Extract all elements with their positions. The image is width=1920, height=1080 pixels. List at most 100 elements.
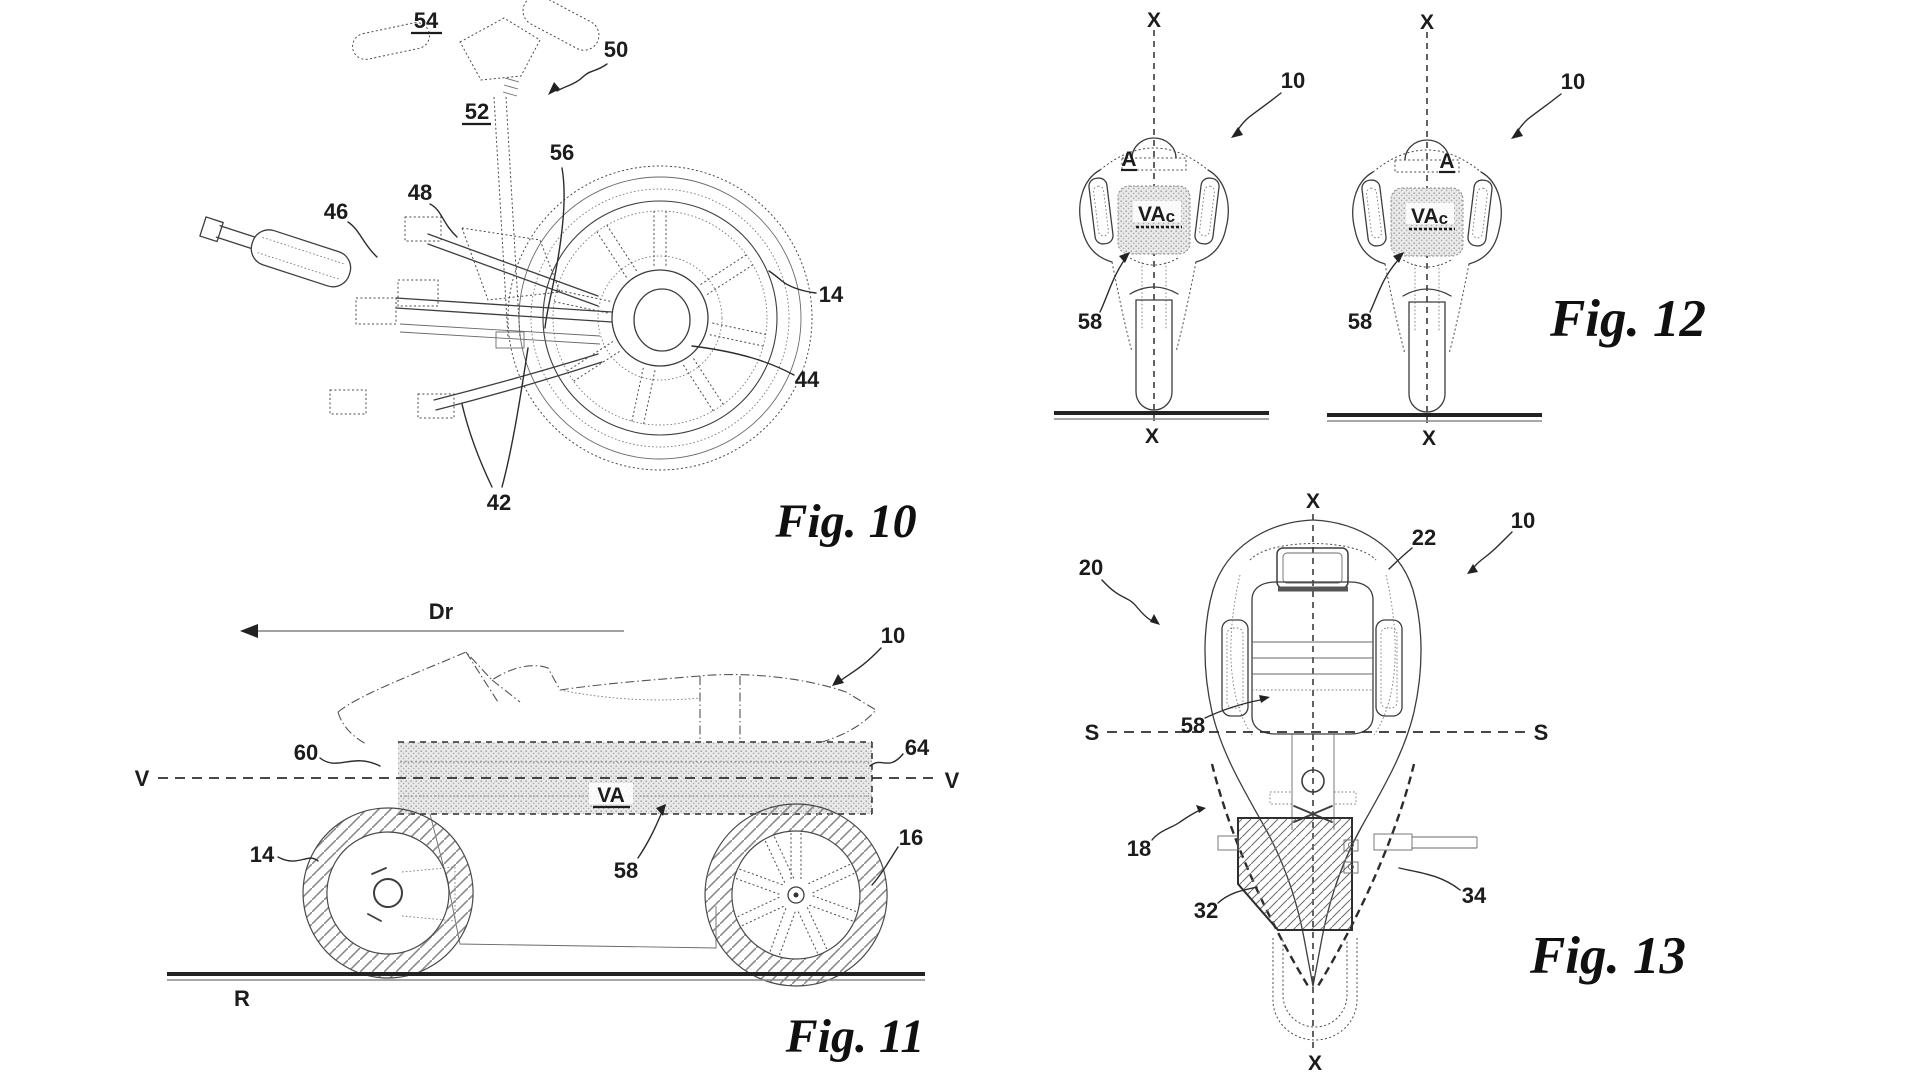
- fig10-caption: Fig. 10: [774, 495, 916, 548]
- fig11-label-60: 60: [294, 740, 318, 765]
- fig10-label-54: 54: [414, 8, 439, 33]
- fig10-label-46: 46: [324, 199, 348, 224]
- fig12-right-label-A: A: [1439, 150, 1454, 173]
- fig11-label-16: 16: [899, 825, 923, 850]
- fig12-drawing: X X A VAc 58 10 X X A VAc 58: [1054, 9, 1706, 450]
- fig11-front-wheel: [302, 807, 474, 979]
- fig12-left-label-A: A: [1121, 148, 1136, 171]
- fig13-label-34: 34: [1462, 883, 1487, 908]
- fig13-axis-bottom: X: [1308, 1052, 1322, 1075]
- fig10-leader-42a: [461, 403, 493, 488]
- fig13-axis-top: X: [1306, 490, 1320, 513]
- fig13-label-58: 58: [1181, 713, 1205, 738]
- fig11-label-V-right: V: [945, 768, 960, 793]
- fig11-leader-16: [871, 846, 899, 886]
- fig10-suspension-arms: [329, 216, 613, 419]
- fig12-caption: Fig. 12: [1549, 290, 1706, 348]
- fig11-ground-line: R: [167, 972, 925, 1011]
- fig11-reference-labels: 60 64 10 14 58 16: [250, 623, 930, 886]
- fig12-left-label-10: 10: [1281, 68, 1305, 93]
- fig13-right-wing-edge: [1316, 763, 1416, 987]
- fig12-right-label-VAc: VAc: [1411, 205, 1448, 228]
- fig13-label-32: 32: [1194, 898, 1218, 923]
- fig13-leader-20: [1101, 579, 1155, 623]
- fig11-caption: Fig. 11: [785, 1010, 925, 1063]
- fig13-front-fender: [1272, 938, 1358, 1041]
- fig12-left-arrowhead-58: [1119, 252, 1130, 263]
- fig10-leader-44: [691, 345, 795, 376]
- fig13-leader-32: [1217, 886, 1258, 904]
- fig12-right-axis-bottom: X: [1422, 427, 1436, 450]
- fig13-leader-10: [1471, 531, 1513, 571]
- fig12-left-leader-58: [1099, 258, 1126, 313]
- fig10-shock-absorber: [199, 216, 352, 288]
- fig12-right-axis-top: X: [1420, 11, 1434, 34]
- fig10-label-14: 14: [819, 282, 844, 307]
- fig11-leader-58: [637, 811, 663, 859]
- fig11-label-10: 10: [881, 623, 905, 648]
- fig10-leader-48: [429, 203, 458, 238]
- fig13-label-20: 20: [1079, 555, 1103, 580]
- fig11-direction-arrow: Dr: [240, 599, 624, 638]
- fig13-label-22: 22: [1412, 525, 1436, 550]
- fig10-label-42: 42: [487, 490, 511, 515]
- fig10-arrowhead-50: [548, 82, 560, 95]
- fig10-leader-46: [347, 221, 378, 258]
- fig12-right-arrowhead-58: [1393, 252, 1404, 263]
- fig10-label-52: 52: [465, 99, 489, 124]
- fig13-leader-22: [1388, 547, 1413, 570]
- fig10-leader-42b: [501, 347, 529, 488]
- fig13-label-S-left: S: [1085, 720, 1100, 745]
- fig10-leader-56: [544, 167, 565, 329]
- fig13-reference-labels: X X 20 22 10 58 18 32 34: [1079, 490, 1535, 1075]
- fig13-arrowhead-58: [1259, 695, 1270, 703]
- fig11-arrowhead-58: [656, 804, 666, 816]
- fig12-left-labels: X X A VAc 58 10: [1078, 9, 1305, 448]
- fig11-v-axis: V V: [135, 766, 960, 793]
- fig13-arrowhead-18: [1196, 805, 1206, 813]
- fig12-left-axis-top: X: [1147, 9, 1161, 32]
- fig11-leader-60: [319, 757, 381, 767]
- fig11-label-V-left: V: [135, 766, 150, 791]
- fig11-label-64: 64: [905, 735, 930, 760]
- fig12-right-arrowhead-10: [1511, 128, 1523, 139]
- fig12-right-leader-10: [1515, 93, 1562, 135]
- fig13-right-side-pod: [1375, 619, 1403, 717]
- fig13-leader-18: [1151, 809, 1201, 841]
- fig13-s-axis: S S: [1085, 720, 1549, 745]
- fig13-hatched-block: [1217, 817, 1478, 931]
- fig13-steering-head: [1301, 769, 1325, 793]
- fig13-caption: Fig. 13: [1529, 927, 1686, 985]
- fig11-leader-14: [277, 856, 319, 862]
- fig13-leader-34: [1398, 867, 1461, 891]
- fig13-arrowhead-10: [1467, 564, 1478, 574]
- fig12-right-labels: X X A VAc 58 10: [1348, 11, 1585, 450]
- fig11-arrowhead-10: [832, 674, 844, 686]
- fig10-steering-column: [493, 96, 525, 349]
- fig11-leader-10: [839, 647, 882, 682]
- fig12-left-label-VAc: VAc: [1138, 203, 1175, 226]
- fig13-left-side-pod: [1221, 619, 1249, 717]
- fig12-left-label-58: 58: [1078, 309, 1102, 334]
- fig12-right-leader-58: [1369, 258, 1400, 313]
- fig13-label-S-right: S: [1534, 720, 1549, 745]
- fig10-reference-labels: 54 50 52 56 48 46 14 44 42: [324, 8, 844, 515]
- fig10-leader-50: [556, 63, 608, 92]
- fig13-label-10: 10: [1511, 508, 1535, 533]
- fig10-drawing: 54 50 52 56 48 46 14 44 42 Fig. 10: [199, 0, 917, 548]
- fig13-leader-58: [1204, 699, 1261, 719]
- fig11-drawing: Dr VA V V: [135, 599, 960, 1063]
- fig12-right-label-58: 58: [1348, 309, 1372, 334]
- fig12-left-axis-bottom: X: [1145, 425, 1159, 448]
- fig10-label-48: 48: [408, 180, 432, 205]
- fig13-vehicle-top-view: [1204, 519, 1422, 1041]
- fig13-arrowhead-20: [1150, 614, 1160, 625]
- fig10-label-44: 44: [795, 367, 820, 392]
- fig10-leader-14: [768, 270, 817, 294]
- fig11-label-R: R: [234, 986, 250, 1011]
- fig11-label-Dr: Dr: [429, 599, 454, 624]
- fig12-left-arrowhead-10: [1231, 127, 1243, 138]
- fig10-handlebar: [352, 0, 600, 97]
- fig11-label-14: 14: [250, 842, 275, 867]
